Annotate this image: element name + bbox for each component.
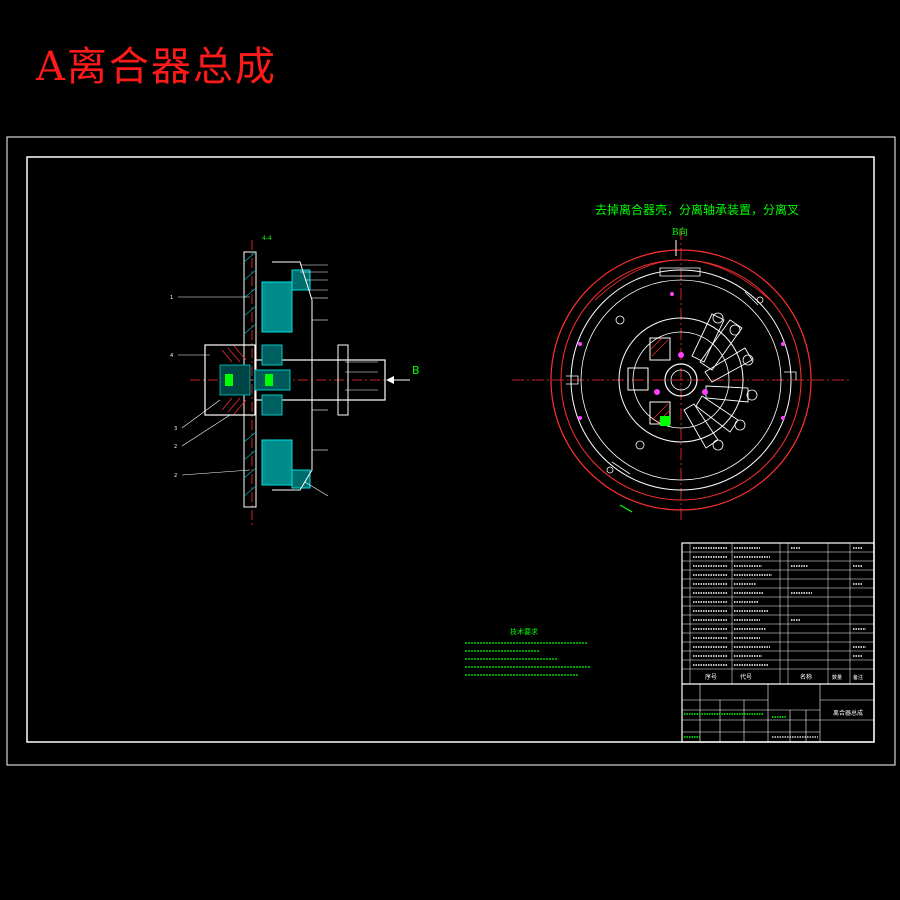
view-note: 去掉离合器壳，分离轴承装置，分离叉 xyxy=(595,202,799,217)
tech-requirements-heading: 技术要求 xyxy=(510,627,538,636)
inner-frame xyxy=(26,156,875,743)
outer-frame xyxy=(6,136,896,766)
svg-text:2: 2 xyxy=(174,473,177,479)
section-top-label: 4-4 xyxy=(262,235,272,242)
header-remark: 备注 xyxy=(853,674,863,681)
svg-text:2: 2 xyxy=(174,444,177,450)
svg-text:3: 3 xyxy=(174,426,177,432)
header-name: 名称 xyxy=(800,673,812,681)
page-title: A离合器总成 xyxy=(36,44,277,90)
drawing-name: 离合器总成 xyxy=(833,709,863,717)
view-label: B向 xyxy=(672,226,688,238)
section-arrow-label: B xyxy=(412,364,420,377)
tech-requirements: 技术要求 xyxy=(465,627,590,676)
svg-text:1: 1 xyxy=(170,295,173,301)
b-view: 去掉离合器壳，分离轴承装置，分离叉 B向 xyxy=(512,202,850,520)
header-no: 序号 xyxy=(705,673,717,681)
title-block: 序号 代号 名称 数量 备注 离合器总成 xyxy=(681,542,875,743)
section-view: 1 4 3 2 2 B 4-4 xyxy=(170,235,420,525)
svg-text:4: 4 xyxy=(170,353,173,359)
header-qty: 数量 xyxy=(832,674,842,681)
header-code: 代号 xyxy=(740,673,752,681)
